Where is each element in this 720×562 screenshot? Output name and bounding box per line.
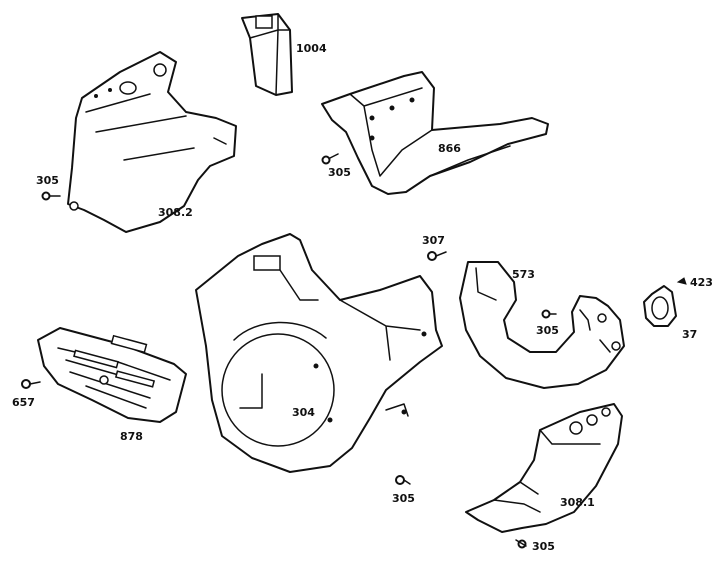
bolt-305c	[541, 309, 557, 319]
part-866-bracket	[321, 71, 549, 195]
bolt-307	[427, 251, 447, 261]
label-1004: 1004	[296, 42, 327, 55]
part-304-blower-housing	[195, 233, 443, 473]
label-305e: 305	[532, 540, 555, 553]
label-573: 573	[512, 268, 535, 281]
bolt-305b	[321, 153, 339, 165]
label-423: 423	[690, 276, 713, 289]
part-1004-duct	[241, 13, 293, 96]
bolt-305d	[395, 475, 411, 485]
part-308-2-shield	[67, 51, 237, 233]
label-308-2: 308.2	[158, 206, 193, 219]
part-308-1-shield	[465, 403, 623, 533]
label-307: 307	[422, 234, 445, 247]
bolt-305a	[41, 191, 61, 201]
label-305c: 305	[536, 324, 559, 337]
label-305a: 305	[36, 174, 59, 187]
part-878-louver-panel	[37, 327, 187, 423]
label-37: 37	[682, 328, 697, 341]
part-37-gasket	[643, 285, 677, 327]
bolt-423	[676, 277, 687, 285]
label-304: 304	[292, 406, 315, 419]
bolt-305e	[515, 539, 527, 549]
label-308-1: 308.1	[560, 496, 595, 509]
label-657: 657	[12, 396, 35, 409]
label-305b: 305	[328, 166, 351, 179]
bolt-657	[21, 379, 41, 389]
part-573-shroud	[459, 261, 625, 389]
label-878: 878	[120, 430, 143, 443]
label-305d: 305	[392, 492, 415, 505]
label-866: 866	[438, 142, 461, 155]
